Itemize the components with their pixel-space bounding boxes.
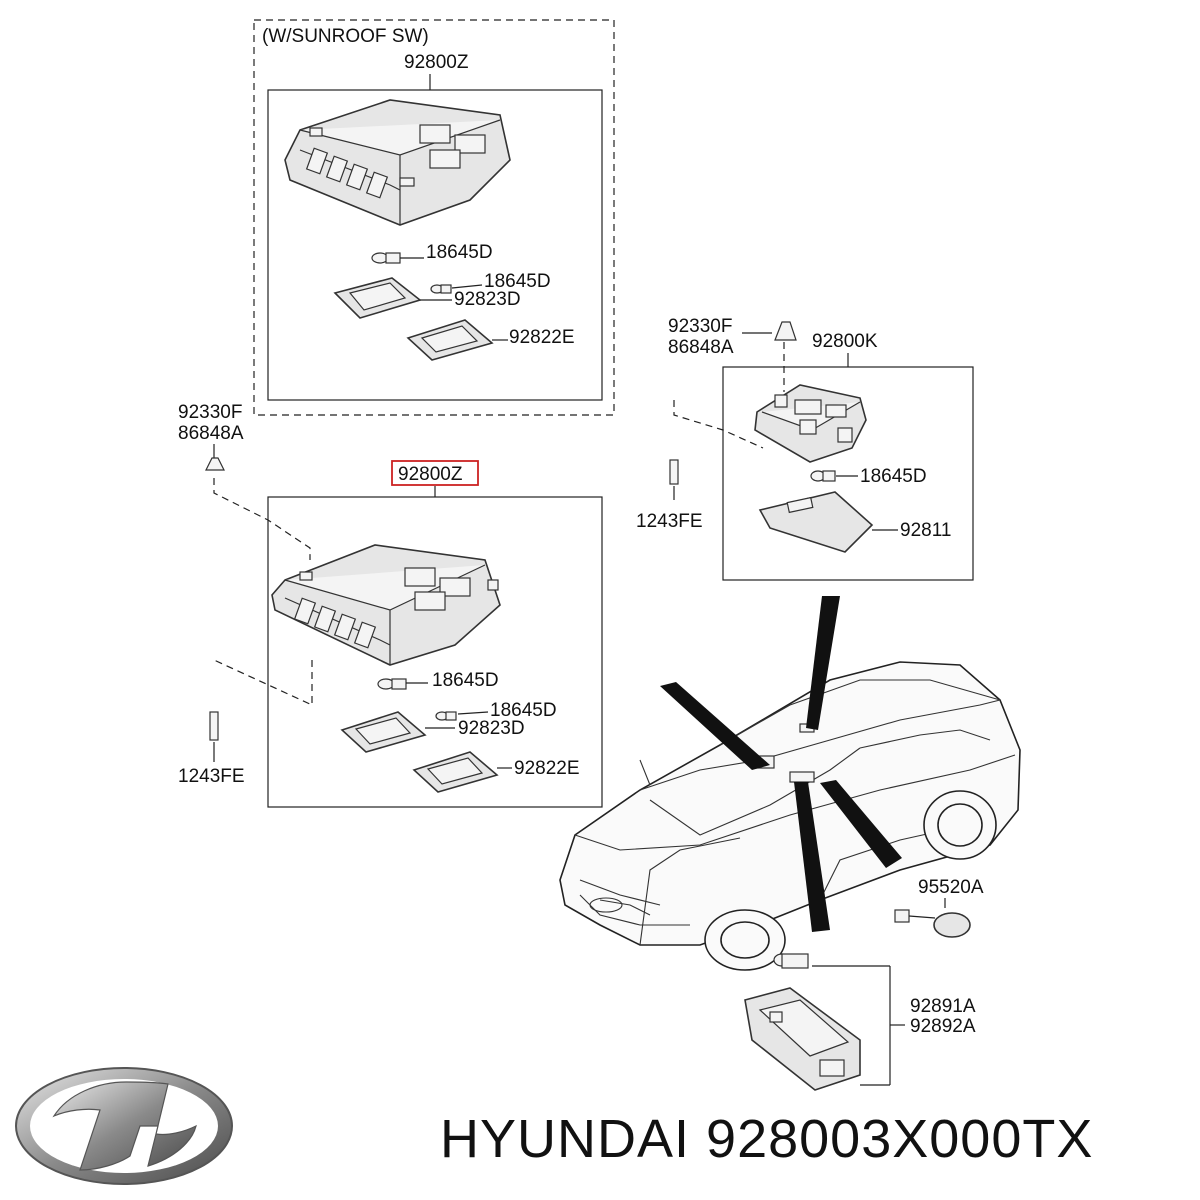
main-assembly-label[interactable]: 92800Z [398, 464, 463, 485]
main-bulb-lower-label[interactable]: 18645D [490, 700, 557, 721]
sunroof-variant-outer-box [253, 19, 615, 416]
main-lens-lower-label[interactable]: 92822E [514, 758, 580, 779]
car-illustration [559, 596, 1021, 971]
main-screw-icon [209, 711, 219, 741]
right-screw-icon [669, 459, 679, 485]
lamp-2-label[interactable]: 92892A [910, 1016, 976, 1037]
main-clip-icon [205, 457, 225, 471]
sunroof-lens-upper-label[interactable]: 92823D [454, 289, 521, 310]
main-lens-upper-label[interactable]: 92823D [458, 718, 525, 739]
part-number: 928003X000TX [706, 1109, 1094, 1169]
main-assembly-group: 92330F 86848A 92800Z 1243FE [178, 402, 603, 808]
map-lamp-group: 92330F 86848A 92800K 1243FE 18645D 92811 [636, 316, 974, 581]
right-assembly-label[interactable]: 92800K [812, 331, 878, 352]
right-lens-label[interactable]: 92811 [900, 520, 951, 541]
lamp-1-label[interactable]: 92891A [910, 996, 976, 1017]
right-bulb-label[interactable]: 18645D [860, 466, 927, 487]
sunroof-variant-group: (W/SUNROOF SW) 92800Z 18645D [253, 19, 615, 416]
main-clip-code-1[interactable]: 92330F [178, 402, 242, 423]
main-console-drawing [271, 544, 501, 666]
lamp-housing-drawing [744, 987, 861, 1091]
right-clip-code-1[interactable]: 92330F [668, 316, 732, 337]
sunroof-bulb-upper-label[interactable]: 18645D [426, 242, 493, 263]
part-caption: HYUNDAI 928003X000TX [440, 1108, 1093, 1170]
right-clip-icon [774, 321, 797, 341]
main-bulb-upper-label[interactable]: 18645D [432, 670, 499, 691]
main-part-highlight-box [391, 460, 479, 486]
brand-name: HYUNDAI [440, 1109, 691, 1169]
sunroof-assembly-label[interactable]: 92800Z [404, 52, 469, 73]
car-subparts-group: 95520A 92891A 92892A [744, 877, 984, 1091]
right-assembly-box [722, 366, 974, 581]
hyundai-logo [15, 1067, 233, 1185]
main-assembly-box [267, 496, 603, 808]
main-clip-code-2[interactable]: 86848A [178, 423, 244, 444]
sunroof-variant-title: (W/SUNROOF SW) [262, 26, 429, 47]
sunroof-lens-lower-label[interactable]: 92822E [509, 327, 575, 348]
right-clip-code-2[interactable]: 86848A [668, 337, 734, 358]
map-lamp-drawing [754, 384, 867, 463]
sunroof-console-drawing [284, 99, 511, 226]
sunroof-assembly-box [267, 89, 603, 401]
sunroof-bulb-lower-label[interactable]: 18645D [484, 271, 551, 292]
sensor-plug-icon [894, 909, 910, 923]
main-screw-label[interactable]: 1243FE [178, 766, 245, 787]
sensor-label[interactable]: 95520A [918, 877, 984, 898]
right-screw-label[interactable]: 1243FE [636, 511, 703, 532]
sensor-icon [933, 912, 971, 938]
